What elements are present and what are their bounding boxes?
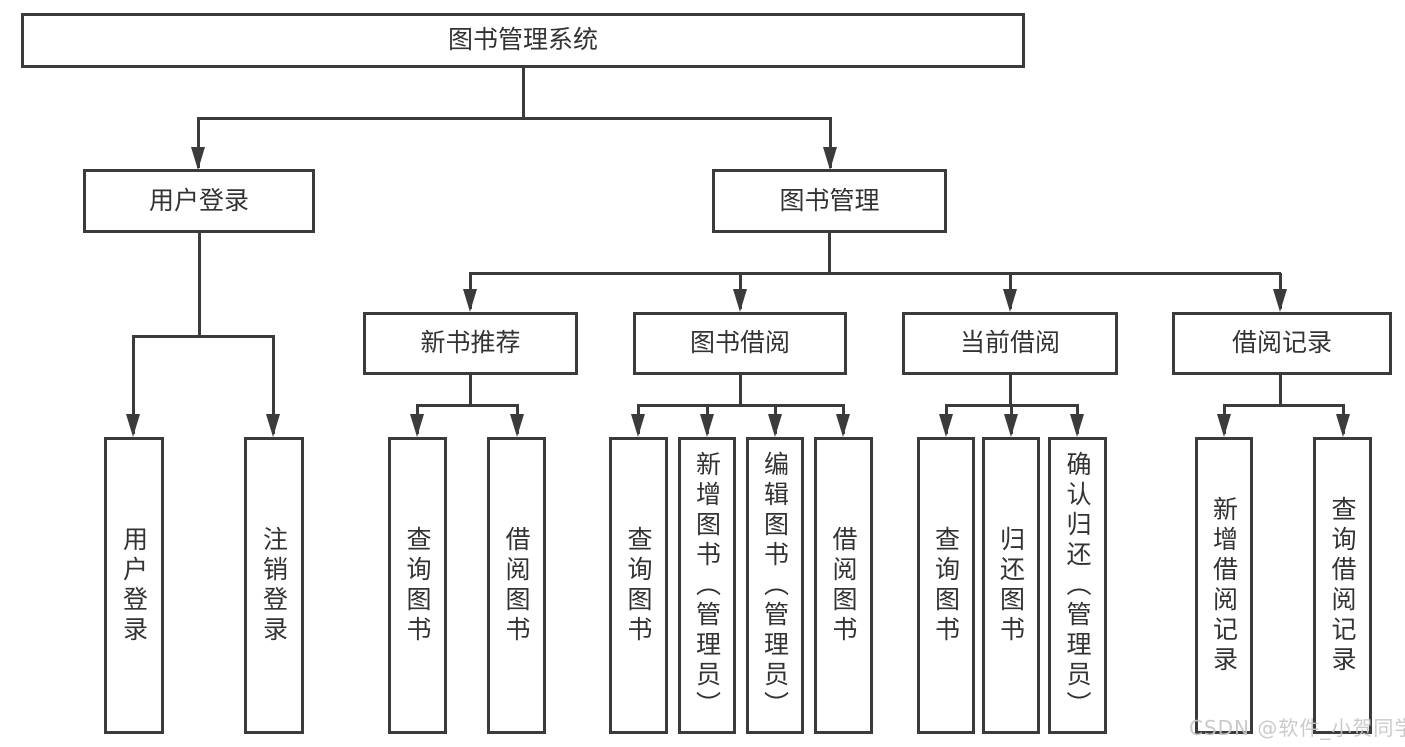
- connector-line: [468, 375, 472, 405]
- arrowhead-icon: [126, 414, 140, 437]
- connector-line: [132, 334, 275, 338]
- connector-line: [416, 403, 519, 407]
- arrowhead-icon: [836, 414, 850, 437]
- arrowhead-icon: [266, 414, 280, 437]
- arrowhead-icon: [700, 414, 714, 437]
- node-leaf-add-record: 新增借阅记录: [1195, 437, 1253, 734]
- node-label: 查询图书: [624, 525, 653, 646]
- node-leaf-borrow-book-1: 借阅图书: [487, 437, 546, 734]
- arrowhead-icon: [939, 414, 953, 437]
- node-label: 归还图书: [996, 525, 1026, 646]
- arrowhead-icon: [191, 147, 205, 170]
- connector-line: [1008, 375, 1012, 405]
- connector-line: [197, 232, 201, 336]
- node-leaf-logout: 注销登录: [244, 437, 304, 734]
- csdn-watermark: CSDN @软件_小贺同学: [1189, 716, 1405, 740]
- arrowhead-icon: [631, 414, 645, 437]
- node-label: 查询借阅记录: [1328, 495, 1357, 676]
- node-label: 图书管理系统: [447, 25, 598, 55]
- node-new-book-rec: 新书推荐: [363, 312, 578, 375]
- node-label: 图书借阅: [689, 328, 790, 358]
- node-label: 确认归还（管理员）: [1063, 450, 1092, 721]
- connector-line: [197, 116, 832, 120]
- arrowhead-icon: [1004, 414, 1018, 437]
- node-label: 注销登录: [259, 525, 289, 646]
- arrowhead-icon: [1273, 289, 1287, 312]
- connector-line: [521, 68, 525, 118]
- connector-line: [827, 232, 831, 273]
- node-label: 新书推荐: [420, 328, 521, 358]
- connector-line: [271, 336, 275, 434]
- connector-line: [1278, 375, 1282, 405]
- arrowhead-icon: [768, 414, 782, 437]
- arrowhead-icon: [463, 289, 477, 312]
- node-leaf-query-record: 查询借阅记录: [1313, 437, 1372, 734]
- node-book-borrow: 图书借阅: [633, 312, 847, 375]
- node-leaf-query-book-2: 查询图书: [609, 437, 668, 734]
- node-book-mgmt: 图书管理: [712, 169, 947, 233]
- arrowhead-icon: [1070, 414, 1084, 437]
- node-leaf-query-book-1: 查询图书: [388, 437, 447, 734]
- node-label: 查询图书: [403, 525, 432, 646]
- node-label: 图书管理: [779, 185, 880, 215]
- arrowhead-icon: [733, 289, 747, 312]
- arrowhead-icon: [510, 414, 524, 437]
- node-leaf-confirm-return: 确认归还（管理员）: [1048, 437, 1107, 734]
- node-label: 查询图书: [931, 525, 961, 646]
- arrowhead-icon: [823, 147, 837, 170]
- connector-line: [131, 336, 135, 434]
- node-leaf-add-book: 新增图书（管理员）: [678, 437, 736, 734]
- node-leaf-edit-book: 编辑图书（管理员）: [746, 437, 804, 734]
- connector-line: [1223, 403, 1345, 407]
- node-leaf-return-book: 归还图书: [982, 437, 1040, 734]
- node-label: 新增借阅记录: [1209, 495, 1239, 676]
- node-label: 新增图书（管理员）: [692, 450, 722, 721]
- node-borrow-records: 借阅记录: [1172, 312, 1392, 375]
- node-leaf-borrow-book-2: 借阅图书: [814, 437, 873, 734]
- arrowhead-icon: [1003, 289, 1017, 312]
- node-root: 图书管理系统: [21, 13, 1025, 68]
- node-label: 借阅图书: [502, 525, 531, 646]
- connector-line: [738, 375, 742, 405]
- connector-line: [828, 118, 832, 168]
- node-leaf-query-book-3: 查询图书: [917, 437, 975, 734]
- node-label: 借阅记录: [1231, 328, 1332, 358]
- node-current-borrow: 当前借阅: [902, 312, 1118, 375]
- node-label: 用户登录: [148, 185, 249, 215]
- node-label: 借阅图书: [829, 525, 858, 646]
- arrowhead-icon: [1217, 414, 1231, 437]
- connector-line: [469, 271, 1281, 275]
- node-label: 编辑图书（管理员）: [760, 450, 790, 721]
- node-leaf-user-login: 用户登录: [104, 437, 164, 734]
- connector-line: [637, 403, 845, 407]
- connector-line: [196, 118, 200, 168]
- node-user-login: 用户登录: [83, 169, 315, 233]
- node-label: 当前借阅: [959, 328, 1060, 358]
- node-label: 用户登录: [119, 525, 149, 646]
- arrowhead-icon: [1336, 414, 1350, 437]
- arrowhead-icon: [410, 414, 424, 437]
